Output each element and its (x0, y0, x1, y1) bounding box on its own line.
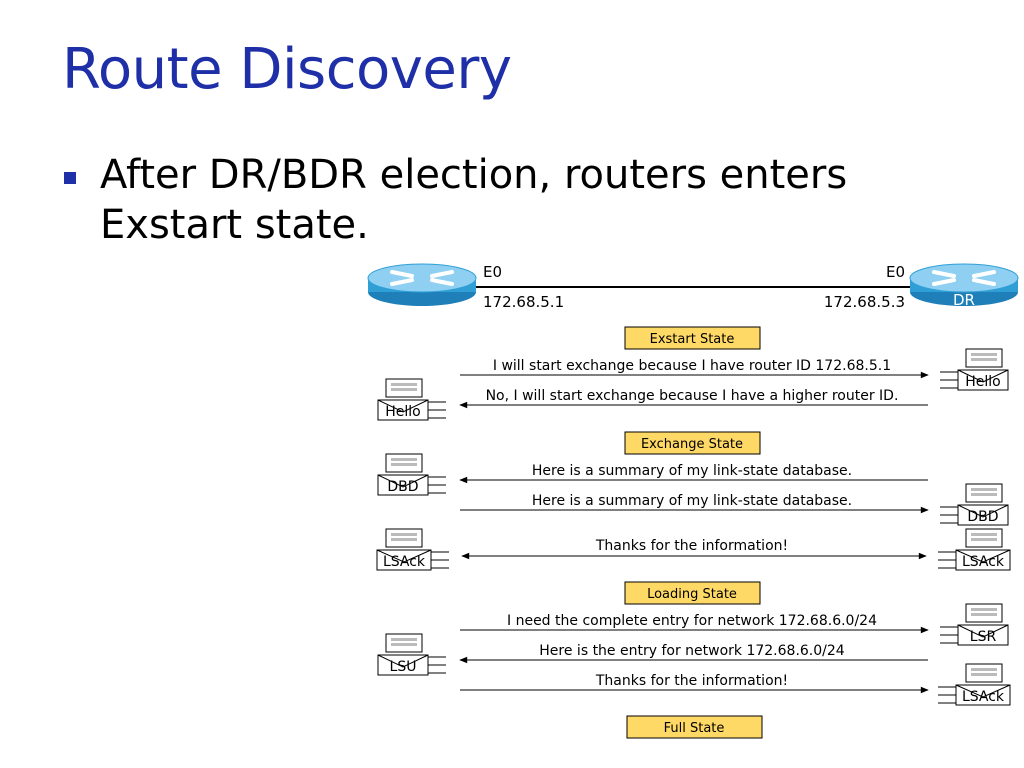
svg-text:I need the complete entry for: I need the complete entry for network 17… (507, 613, 877, 629)
right-ip-label: 172.68.5.3 (824, 293, 905, 311)
svg-text:I will start exchange because: I will start exchange because I have rou… (493, 358, 891, 374)
packet-lsack-right-2: LSAck (938, 663, 1011, 706)
right-router-icon: DR (908, 262, 1020, 309)
left-ip-label: 172.68.5.1 (483, 293, 564, 311)
state-exstart: Exstart State (624, 326, 761, 350)
svg-text:DBD: DBD (387, 479, 418, 495)
svg-text:LSAck: LSAck (383, 554, 426, 570)
packet-lsr-right: LSR (940, 603, 1009, 646)
packet-lsack-left: LSAck (376, 528, 449, 571)
bullet-text: After DR/BDR election, routers enters Ex… (100, 152, 848, 248)
message-arrow-4: Here is a summary of my link-state datab… (460, 493, 929, 514)
svg-text:Thanks for the information!: Thanks for the information! (595, 538, 788, 554)
svg-text:Hello: Hello (965, 374, 1001, 390)
state-full: Full State (626, 715, 763, 739)
svg-text:LSU: LSU (390, 659, 417, 675)
svg-text:LSAck: LSAck (962, 554, 1005, 570)
bullet-square-icon (64, 172, 76, 184)
svg-text:No, I will start exchange beca: No, I will start exchange because I have… (486, 388, 899, 404)
message-arrow-7: Here is the entry for network 172.68.6.0… (459, 643, 928, 664)
svg-text:Exstart State: Exstart State (650, 332, 735, 347)
packet-lsu-left: LSU (377, 633, 446, 676)
packet-hello-right: Hello (940, 348, 1009, 391)
right-interface-label: E0 (886, 263, 905, 281)
slide-title: Route Discovery (62, 37, 512, 102)
message-arrow-1: I will start exchange because I have rou… (460, 358, 929, 379)
svg-text:Here is the entry for network: Here is the entry for network 172.68.6.0… (539, 643, 845, 659)
message-arrow-8: Thanks for the information! (460, 673, 929, 694)
svg-text:Here is a summary of my link-s: Here is a summary of my link-state datab… (532, 463, 852, 479)
svg-text:DBD: DBD (967, 509, 998, 525)
svg-text:Here is a summary of my link-s: Here is a summary of my link-state datab… (532, 493, 852, 509)
packet-lsack-right: LSAck (938, 528, 1011, 571)
packet-dbd-right: DBD (940, 483, 1009, 526)
svg-text:Hello: Hello (385, 404, 421, 420)
left-interface-label: E0 (483, 263, 502, 281)
svg-text:LSAck: LSAck (962, 689, 1005, 705)
message-arrow-6: I need the complete entry for network 17… (460, 613, 929, 634)
svg-text:Exchange State: Exchange State (641, 437, 743, 452)
message-arrow-2: No, I will start exchange because I have… (459, 388, 928, 409)
message-arrow-5: Thanks for the information! (461, 538, 927, 560)
packet-dbd-left: DBD (377, 453, 446, 496)
svg-text:Full State: Full State (664, 721, 725, 736)
state-exchange: Exchange State (624, 431, 761, 455)
svg-text:Loading State: Loading State (647, 587, 737, 602)
svg-text:Thanks for the information!: Thanks for the information! (595, 673, 788, 689)
state-loading: Loading State (624, 581, 761, 605)
svg-text:LSR: LSR (970, 629, 997, 645)
left-router-icon (366, 262, 478, 308)
dr-label: DR (953, 291, 975, 309)
packet-hello-left: Hello (377, 378, 446, 421)
message-arrow-3: Here is a summary of my link-state datab… (459, 463, 928, 484)
